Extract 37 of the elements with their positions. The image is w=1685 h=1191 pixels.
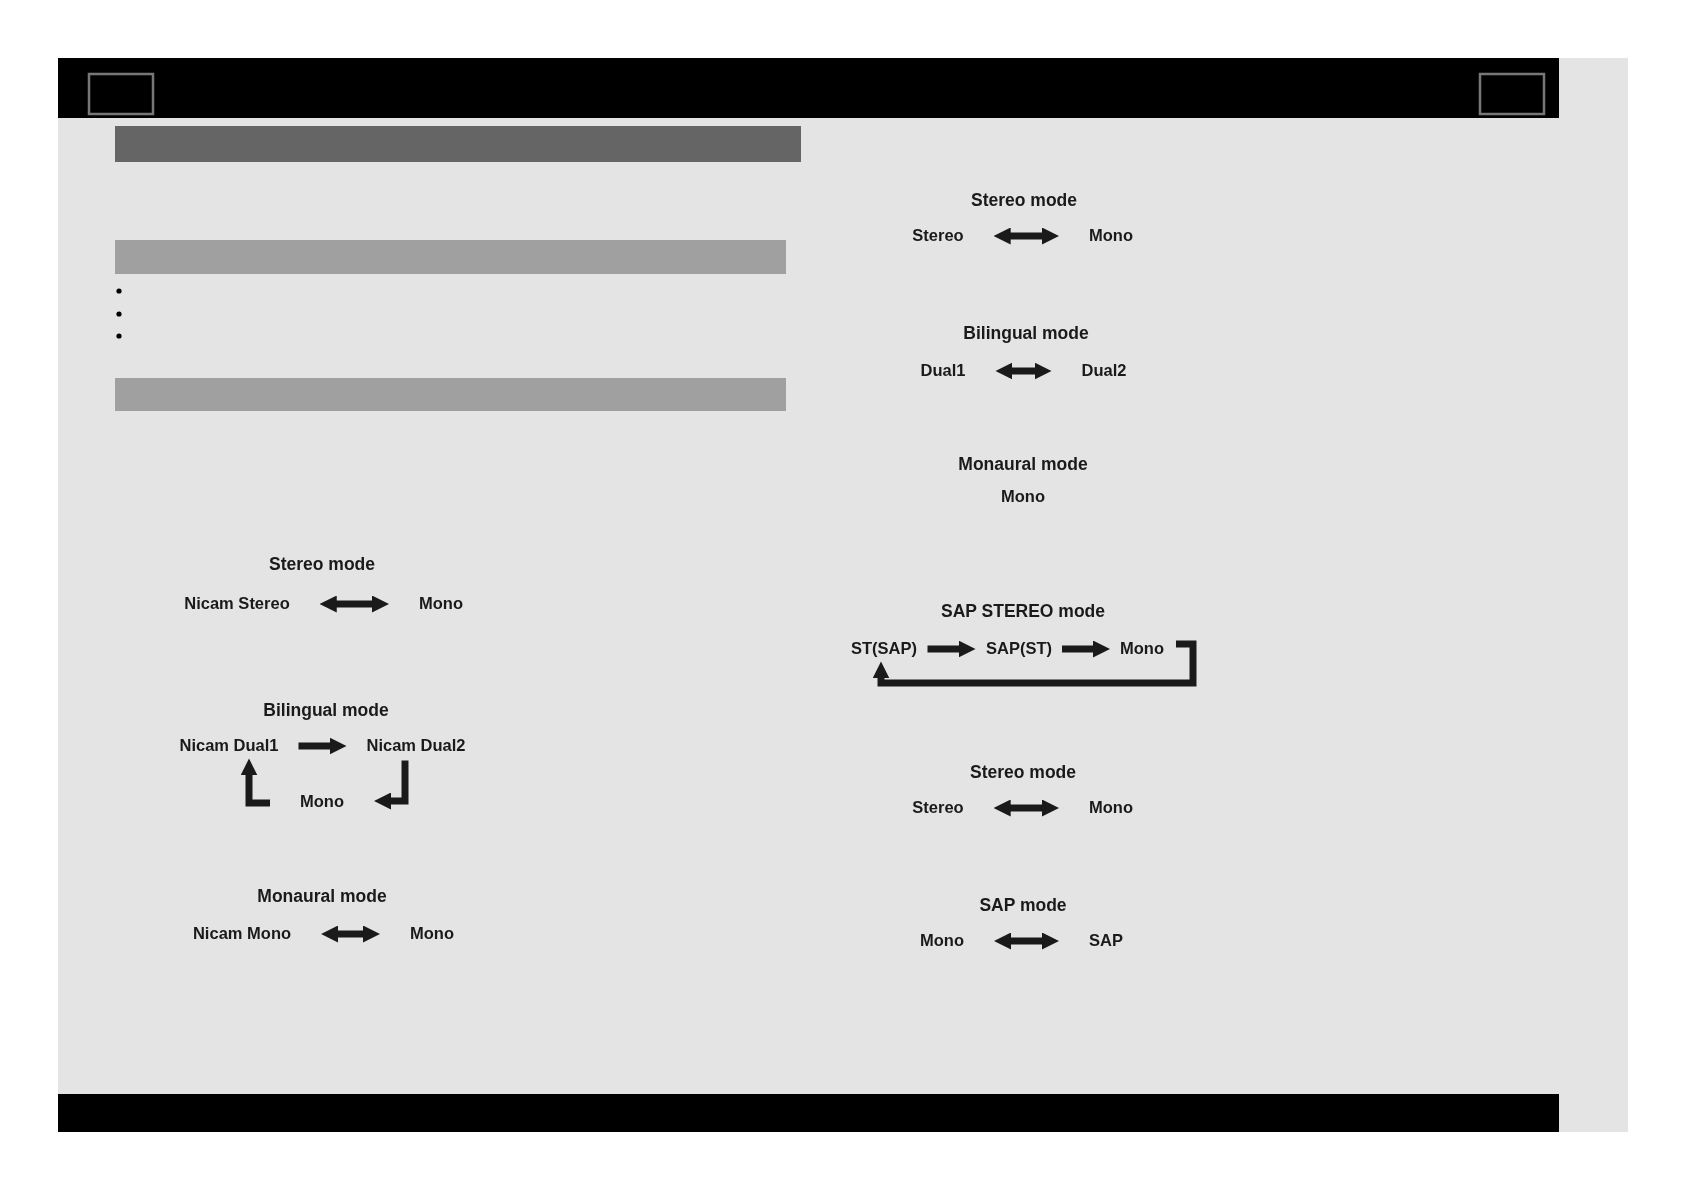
arrow	[872, 640, 1197, 687]
arrow	[993, 799, 1059, 817]
mode-option: Nicam Mono	[186, 923, 298, 943]
mode-heading: SAP mode	[979, 894, 1067, 916]
mode-heading: Bilingual mode	[263, 699, 389, 721]
mode-option: Nicam Dual1	[173, 735, 285, 755]
mode-option: Dual1	[914, 360, 972, 380]
mode-option: Mono	[1114, 638, 1170, 658]
mode-heading: SAP STEREO mode	[941, 600, 1105, 622]
arrow	[298, 737, 347, 755]
arrow	[927, 640, 976, 658]
mode-option: Mono	[1083, 797, 1139, 817]
mode-heading: Bilingual mode	[963, 322, 1089, 344]
mode-option: ST(SAP)	[845, 638, 923, 658]
mode-heading: Stereo mode	[971, 189, 1077, 211]
arrow	[994, 932, 1060, 950]
arrow	[995, 362, 1052, 380]
mode-heading: Stereo mode	[970, 761, 1076, 783]
mode-option: Dual2	[1075, 360, 1133, 380]
mode-option: Stereo	[906, 797, 970, 817]
mode-option: Mono	[294, 791, 350, 811]
mode-heading: Stereo mode	[269, 553, 375, 575]
mode-option: Mono	[1001, 486, 1045, 506]
arrow	[321, 925, 380, 943]
mode-option: Nicam Dual2	[360, 735, 472, 755]
arrow	[319, 595, 389, 613]
mode-option: Stereo	[906, 225, 970, 245]
mode-heading: Monaural mode	[958, 453, 1088, 475]
mode-option: Mono	[1083, 225, 1139, 245]
mode-option: Mono	[413, 593, 469, 613]
arrow	[993, 227, 1059, 245]
mode-heading: Monaural mode	[257, 885, 387, 907]
mode-option: SAP	[1083, 930, 1129, 950]
mode-option: Mono	[404, 923, 460, 943]
mode-option: SAP(ST)	[980, 638, 1058, 658]
mode-option: Mono	[914, 930, 970, 950]
mode-option: Nicam Stereo	[178, 593, 296, 613]
